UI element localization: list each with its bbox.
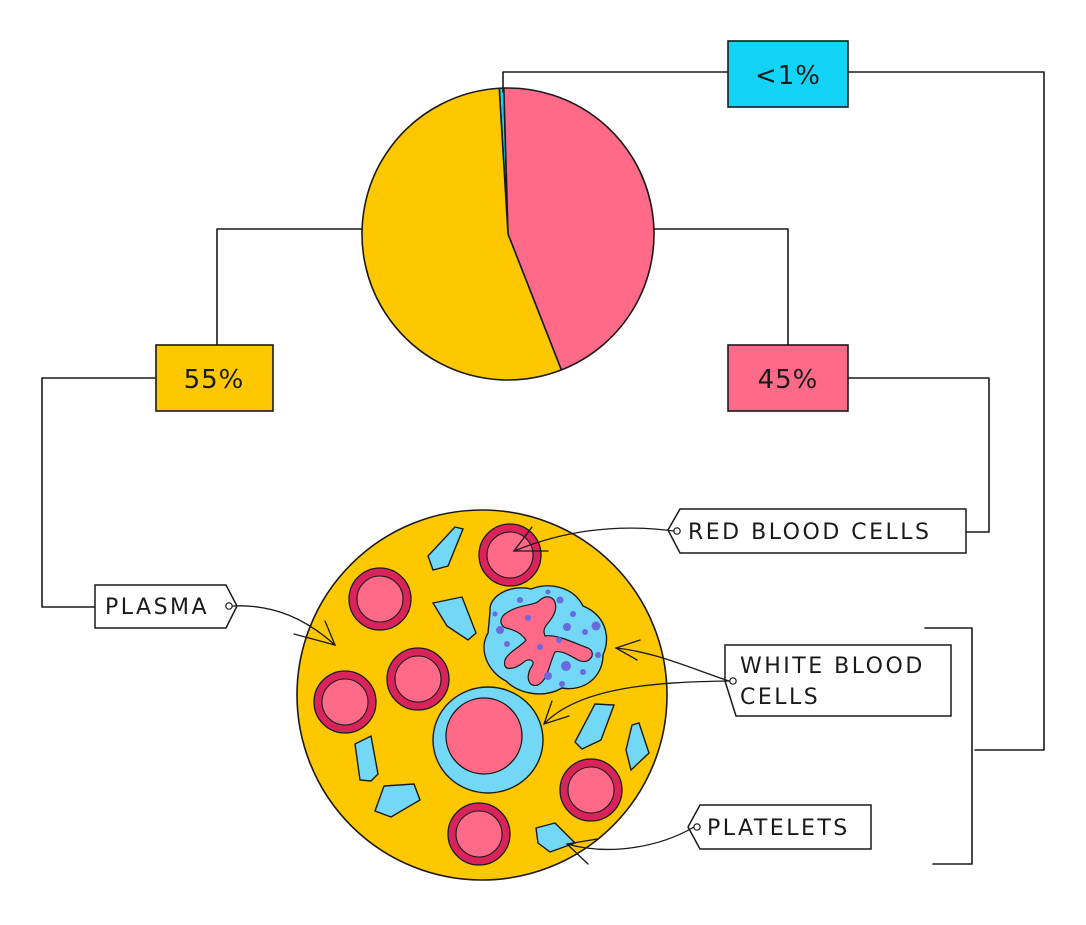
pie-slice-red-blood-cells [503,87,655,371]
platelet [427,526,464,571]
tag-platelets: PLATELETS [687,804,872,850]
connector-platelets-bracket [847,71,1045,751]
connector-rbc-tag [847,377,990,533]
percent-box-platelets: <1% [727,40,849,108]
red-blood-cell [386,647,450,711]
tag-plasma: PLASMA [94,584,238,629]
arrow-white-blood-cell-granulocyte [614,639,730,682]
arrow-platelets [565,826,695,865]
platelet [374,783,421,818]
wbc-nucleus [500,596,593,687]
tag-label-white-blood-cells-line2: CELLS [740,685,820,710]
connector-rbc-percent [653,228,789,346]
white-blood-cell-granulocyte [483,585,608,695]
tag-label-platelets: PLATELETS [707,816,850,841]
arrow-white-blood-cell-lymphocyte [542,680,730,726]
blood-composition-pie-chart [361,87,655,381]
red-blood-cell [559,758,623,822]
tag-red-blood-cells: RED BLOOD CELLS [667,508,967,554]
arrow-plasma [232,605,337,646]
tag-label-plasma: PLASMA [105,595,209,620]
platelet [354,734,379,782]
platelet [431,596,477,641]
connector-lines [41,71,1045,865]
connector-plasma-percent [216,228,363,346]
platelet [535,822,577,853]
red-blood-cell [348,567,412,631]
white-blood-cell-lymphocyte [432,686,544,794]
tag-label-white-blood-cells-line1: WHITE BLOOD [740,654,925,679]
red-blood-cell [313,670,377,734]
percent-label-platelets: <1% [755,61,821,91]
tag-white-blood-cells: WHITE BLOOD CELLS [724,644,952,717]
percent-box-plasma: 55% [155,344,274,412]
wbc-granules [492,589,601,687]
percent-box-rbc: 45% [727,344,849,412]
connector-plasma-tag [41,377,157,608]
red-blood-cell [447,802,511,866]
blood-sample-illustration [296,509,668,881]
percent-label-rbc: 45% [758,365,819,395]
red-blood-cells [313,523,623,866]
platelet [574,703,615,750]
pie-slice-plasma [361,87,563,381]
arrow-red-blood-cells [512,526,675,552]
tag-label-red-blood-cells: RED BLOOD CELLS [688,520,932,545]
platelets [354,526,650,853]
percent-label-plasma: 55% [184,365,245,395]
platelet [625,722,650,772]
connector-platelets-percent [502,71,729,93]
red-blood-cell [478,523,542,587]
arrows [232,526,730,865]
bracket [924,627,973,865]
